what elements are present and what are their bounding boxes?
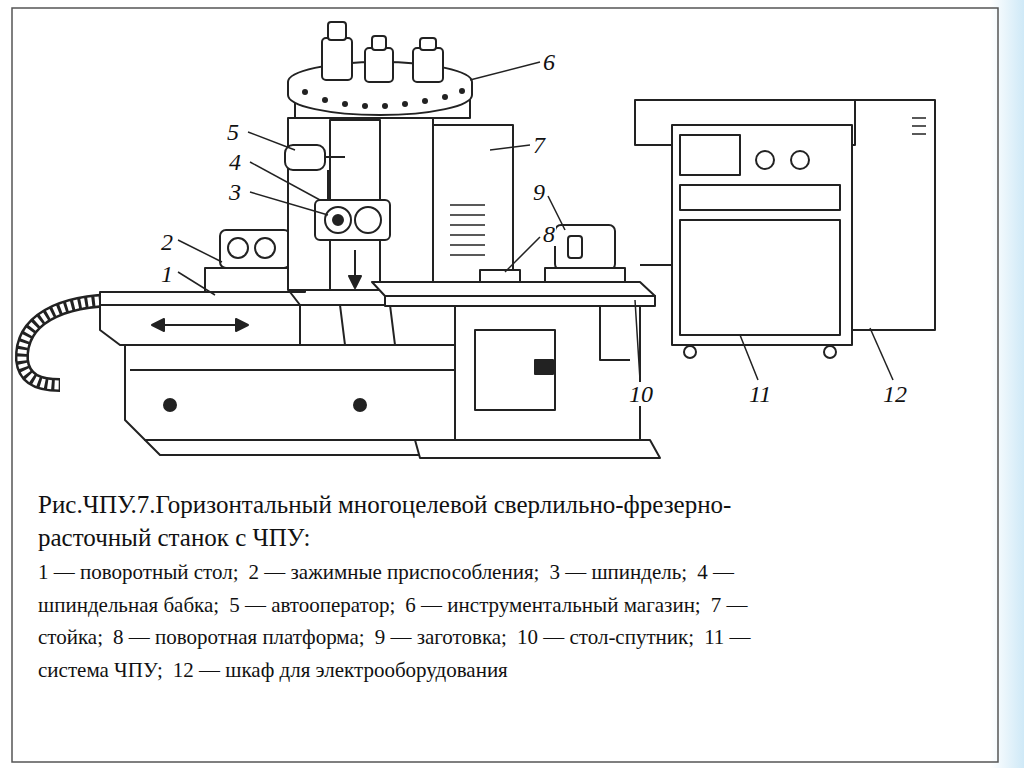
cnc-knob [791, 151, 809, 169]
spindle-head [315, 200, 390, 240]
guide-line [340, 305, 345, 345]
leader-line [470, 62, 540, 80]
slide-edge [990, 0, 1024, 768]
stand-foot [415, 440, 660, 458]
spindle-nose [333, 215, 343, 225]
leader-line [250, 192, 328, 215]
cnc-door [680, 220, 840, 335]
part-entry: 2 — зажимные приспособления; [249, 560, 540, 584]
bolt [164, 399, 176, 411]
cnc-cabinet [672, 125, 852, 345]
part-entry: 1 — поворотный стол; [38, 560, 239, 584]
workpiece-base [545, 268, 625, 282]
workpiece-detail [568, 236, 582, 258]
bolt [354, 399, 366, 411]
pallet-edge [385, 296, 655, 306]
leader-line [635, 300, 640, 380]
cnc-keypad [680, 185, 840, 210]
motion-arrow [160, 324, 240, 326]
changer-arm [327, 170, 329, 200]
stand-pipe [600, 306, 630, 360]
callout-number: 3 [228, 180, 242, 204]
leader-line [248, 132, 295, 150]
callout-number: 7 [532, 133, 546, 157]
arrow-head [349, 276, 361, 288]
machine-bed [125, 345, 460, 440]
leader-line [505, 237, 540, 272]
arrow-head [236, 319, 248, 331]
tool-holder-top [372, 36, 386, 50]
callout-number: 12 [882, 382, 908, 406]
callout-number: 10 [628, 382, 654, 406]
table-edge [100, 304, 300, 306]
callout-number: 8 [542, 222, 556, 246]
workpiece [555, 225, 615, 270]
leader-line [870, 328, 893, 380]
tool-holder [413, 48, 443, 82]
tool-holder [365, 48, 393, 82]
part-entry: 6 — инструментальный магазин; [405, 593, 700, 617]
fixture-block [220, 230, 290, 268]
fixture-clamp [255, 238, 275, 258]
tool-holder [322, 38, 352, 80]
callout-number: 6 [542, 50, 556, 74]
callout-number: 4 [228, 150, 242, 174]
changer-arm [325, 156, 345, 158]
pallet-stand [455, 306, 640, 440]
caster [684, 346, 696, 358]
figure-caption: Рис.ЧПУ.7.Горизонтальный многоцелевой св… [38, 488, 798, 554]
part-entry: 12 — шкаф для электрооборудования [173, 658, 508, 682]
fixture-clamp [228, 238, 248, 258]
arrow-head [152, 319, 164, 331]
caster [824, 346, 836, 358]
part-entry: 3 — шпиндель; [549, 560, 687, 584]
rotary-platform [480, 270, 520, 282]
frame [12, 8, 998, 762]
part-entry: 10 — стол-спутник; [517, 625, 694, 649]
column [288, 118, 433, 290]
tool-holder-top [420, 38, 436, 50]
cnc-knob [756, 151, 774, 169]
leader-line [490, 145, 530, 150]
leader-line [740, 335, 758, 380]
guide-line [390, 305, 395, 345]
pallet-platform [372, 282, 655, 296]
cable [640, 264, 672, 266]
callout-number: 2 [160, 230, 174, 254]
spindle [325, 207, 351, 233]
rotary-table [100, 292, 300, 345]
part-entry: 9 — заготовка; [375, 625, 507, 649]
bed-line [130, 369, 460, 371]
callout-number: 1 [160, 262, 174, 286]
tool-holder-top [328, 22, 346, 40]
leader-line [178, 240, 222, 262]
spindle-gear [355, 207, 381, 233]
stand-door [475, 330, 555, 410]
stand-knob [535, 360, 553, 374]
callout-number: 5 [226, 120, 240, 144]
leader-line [250, 162, 320, 200]
callout-number: 11 [748, 382, 772, 406]
cnc-screen [680, 135, 740, 175]
callout-number: 9 [532, 180, 546, 204]
leader-line [178, 272, 215, 295]
part-list: 1 — поворотный стол; 2 — зажимные приспос… [38, 556, 778, 686]
part-entry: 8 — поворотная платформа; [113, 625, 365, 649]
part-entry: 5 — автооператор; [229, 593, 395, 617]
